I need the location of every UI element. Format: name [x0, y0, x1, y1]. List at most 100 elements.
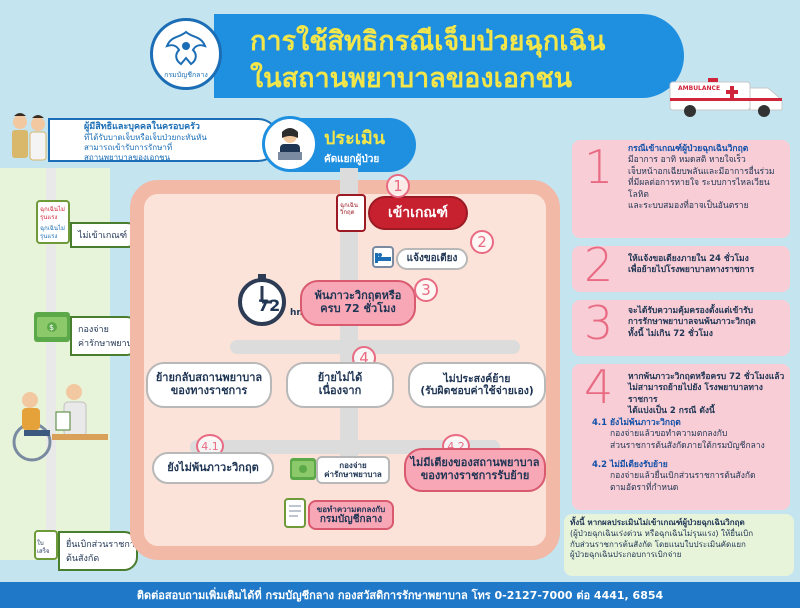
- doctor-icon: [278, 128, 302, 160]
- info-4-2-line-2: ตามอัตราที่กำหนด: [610, 482, 679, 493]
- info-text-1: กรณีเข้าเกณฑ์ผู้ป่วยฉุกเฉินวิกฤต มีอาการ…: [628, 144, 788, 213]
- info-card-3: [572, 300, 790, 356]
- info-3-line-3: ทั้งนี้ ไม่เกิน 72 ชั่วโมง: [628, 328, 713, 339]
- note-line-3: กับส่วนราชการต้นสังกัด โดยแนบใบประเมินคั…: [570, 539, 746, 549]
- move-back-line-1: ย้ายกลับสถานพยาบาล: [155, 371, 263, 385]
- money-icon: $: [37, 317, 67, 337]
- footer-contact: ติดต่อสอบถามเพิ่มเติมได้ที่ กรมบัญชีกลาง…: [0, 582, 800, 608]
- garuda-emblem-icon: [165, 30, 207, 65]
- doc-emergency-text: ฉุกเฉินวิกฤต: [340, 202, 358, 217]
- money-icon-center: [292, 461, 314, 477]
- note-line-4: ผู้ป่วยฉุกเฉินประกอบการเบิกจ่าย: [570, 550, 682, 560]
- past-critical-line-1: พ้นภาวะวิกฤตหรือ: [314, 289, 402, 303]
- title-banner: [214, 14, 684, 98]
- info-number-1: 1: [584, 140, 614, 194]
- page-title-line-1: การใช้สิทธิกรณีเจ็บป่วยฉุกเฉิน: [250, 26, 606, 57]
- info-card-2: [572, 246, 790, 292]
- info-text-4: หากพ้นภาวะวิกฤตหรือครบ 72 ชั่วโมงแล้ว ไม…: [628, 372, 788, 418]
- road-branch-top: [230, 340, 520, 354]
- stopwatch-icon: [238, 274, 286, 326]
- wheelchair-icon: [12, 384, 108, 462]
- intro-line-1: ผู้มีสิทธิและบุคคลในครอบครัว: [84, 122, 200, 132]
- submit-line-2: ต้นสังกัด: [66, 554, 100, 564]
- note-text: ทั้งนี้ หากผลประเมินไม่เข้าเกณฑ์ผู้ป่วยฉ…: [570, 518, 792, 561]
- doc-card-text-2: ฉุกเฉินไม่รุนแรง: [40, 225, 65, 240]
- step-1-badge: 1: [386, 174, 410, 198]
- no-bed-line-1: ไม่มีเตียงของสถานพยาบาล: [410, 456, 540, 470]
- invoice-text: ใบเสร็จ: [37, 540, 50, 555]
- note-box: [564, 514, 794, 576]
- svg-text:$: $: [49, 323, 54, 332]
- cannot-move-line-2: เนื่องจาก: [318, 384, 362, 397]
- info-4-1-line-1: กองจ่ายแล้วขอทำความตกลงกับ: [610, 429, 728, 440]
- info-4-line-3: ได้แบ่งเป็น 2 กรณี ดังนี้: [628, 406, 715, 417]
- info-number-4: 4: [584, 360, 614, 414]
- no-wish-pill: ไม่ประสงค์ย้าย (รับผิดชอบค่าใช้จ่ายเอง): [408, 362, 546, 408]
- ambulance-label: AMBULANCE: [678, 85, 721, 92]
- no-bed-pill: ไม่มีเตียงของสถานพยาบาล ของทางราชการรับย…: [404, 448, 546, 492]
- evaluate-title: ประเมิน: [324, 128, 386, 149]
- info-4-line-2: ไม่สามารถย้ายไปยัง โรงพยาบาลทางราชการ: [628, 383, 763, 405]
- ambulance-icon: [669, 78, 783, 117]
- intro-line-3: สามารถเข้ารับการรักษาที่: [84, 143, 173, 153]
- request-bed-pill: แจ้งขอเตียง: [396, 248, 468, 270]
- info-1-line-4: ที่มีผลต่อการหายใจ ระบบการไหลเวียนโลหิต: [628, 178, 770, 200]
- not-past-critical-pill: ยังไม่พ้นภาวะวิกฤต: [152, 452, 274, 484]
- note-line-1: ทั้งนี้ หากผลประเมินไม่เข้าเกณฑ์ผู้ป่วยฉ…: [570, 518, 745, 527]
- info-text-3: จะได้รับความคุ้มครองตั้งแต่เข้ารับ การรั…: [628, 306, 788, 340]
- info-3-line-1: จะได้รับความคุ้มครองตั้งแต่เข้ารับ: [628, 306, 754, 316]
- info-2-line-1: ให้แจ้งขอเตียงภายใน 24 ชั่วโมง: [628, 254, 749, 264]
- info-4-line-1: หากพ้นภาวะวิกฤตหรือครบ 72 ชั่วโมงแล้ว: [628, 372, 785, 382]
- step-2-badge: 2: [470, 230, 494, 254]
- info-2-line-2: เพื่อย้ายไปโรงพยาบาลทางราชการ: [628, 265, 755, 276]
- past-critical-line-2: ครบ 72 ชั่วโมง: [320, 302, 396, 315]
- doctor-avatar: [262, 116, 318, 172]
- clock-72hr: 72: [236, 272, 292, 328]
- document-icon: [289, 505, 301, 517]
- bed-sign: [372, 246, 394, 268]
- info-1-line-2: มีอาการ อาทิ หมดสติ หายใจเร็ว: [628, 155, 746, 166]
- intro-text: ผู้มีสิทธิและบุคคลในครอบครัว ที่ได้รับบา…: [84, 122, 270, 163]
- center-money: [290, 458, 316, 480]
- people-figure: [6, 110, 50, 168]
- invoice-card: ใบเสร็จ: [34, 530, 58, 560]
- left-pay-line-2: ค่ารักษาพยาบาล: [78, 339, 143, 349]
- move-back-line-2: ของทางราชการ: [170, 384, 248, 397]
- ambulance-illustration: AMBULANCE: [668, 78, 786, 118]
- hours-number: 72: [258, 296, 281, 315]
- move-back-pill: ย้ายกลับสถานพยาบาล ของทางราชการ: [146, 362, 272, 408]
- info-4-1: 4.1 ยังไม่พ้นภาวะวิกฤต กองจ่ายแล้วขอทำคว…: [592, 418, 782, 452]
- agreement-line-1: ขอทำความตกลงกับ: [316, 504, 386, 514]
- doc-card-non-severe: ฉุกเฉินไม่รุนแรง ฉุกเฉินไม่รุนแรง: [36, 200, 70, 244]
- wheelchair-scene: [4, 372, 112, 466]
- pay-fee-pill: กองจ่าย ค่ารักษาพยาบาล: [316, 456, 390, 484]
- info-number-2: 2: [584, 238, 614, 292]
- pay-fee-line-1: กองจ่าย: [339, 460, 367, 470]
- left-pay-line-1: กองจ่าย: [78, 325, 109, 335]
- no-bed-line-2: ของทางราชการรับย้าย: [420, 469, 530, 482]
- past-critical-pill: พ้นภาวะวิกฤตหรือ ครบ 72 ชั่วโมง: [300, 280, 416, 326]
- logo-text: กรมบัญชีกลาง: [164, 70, 208, 79]
- no-wish-line-2: (รับผิดชอบค่าใช้จ่ายเอง): [420, 385, 534, 397]
- info-number-3: 3: [584, 296, 614, 350]
- info-1-line-5: และระบบสมองที่อาจเป็นอันตราย: [628, 201, 749, 212]
- agreement-line-2: กรมบัญชีกลาง: [319, 513, 383, 525]
- cannot-move-pill: ย้ายไม่ได้ เนื่องจาก: [286, 362, 394, 408]
- info-card-4: [572, 364, 790, 510]
- info-4-1-line-2: ส่วนราชการต้นสังกัดภายใต้กรมบัญชีกลาง: [610, 440, 765, 451]
- bed-icon: [375, 253, 391, 263]
- hours-unit: hr.: [290, 308, 303, 318]
- note-line-2: (ผู้ป่วยฉุกเฉินเร่งด่วน หรือฉุกเฉินไม่รุ…: [570, 528, 754, 538]
- info-4-1-title: 4.1 ยังไม่พ้นภาวะวิกฤต: [592, 418, 681, 428]
- meets-criteria-pill: เข้าเกณฑ์: [368, 196, 468, 230]
- left-road: [46, 168, 106, 558]
- doc-emergency: ฉุกเฉินวิกฤต: [336, 194, 366, 232]
- intro-banner: [48, 118, 280, 162]
- doc-card-text-1: ฉุกเฉินไม่รุนแรง: [40, 206, 65, 221]
- info-1-line-1: กรณีเข้าเกณฑ์ผู้ป่วยฉุกเฉินวิกฤต: [628, 144, 749, 154]
- step-3-badge: 3: [414, 278, 438, 302]
- page-title-line-2: ในสถานพยาบาลของเอกชน: [250, 63, 573, 94]
- left-pay-label: กองจ่าย ค่ารักษาพยาบาล: [70, 316, 143, 356]
- logo: กรมบัญชีกลาง: [150, 18, 222, 90]
